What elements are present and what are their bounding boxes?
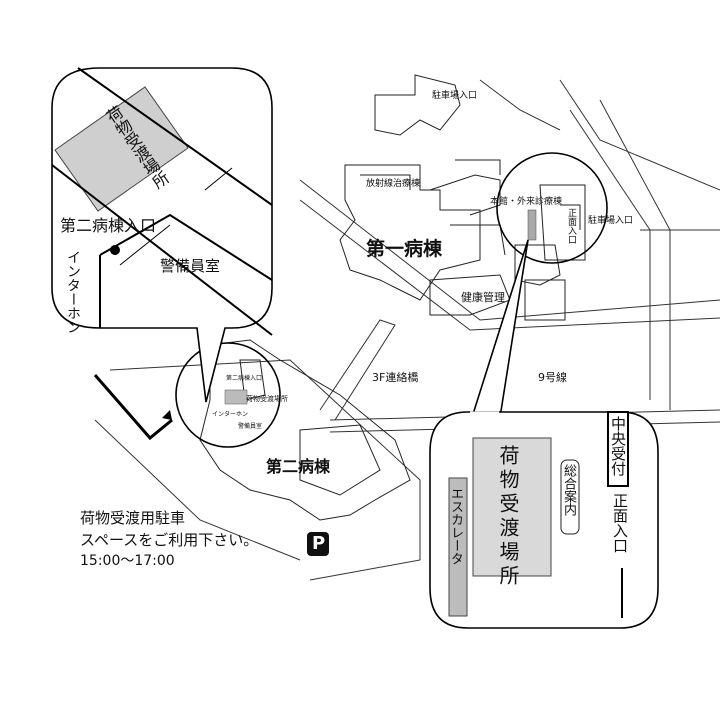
escalator-label: エスカレータ xyxy=(448,487,463,565)
bridge-3f-label: 3F連絡橋 xyxy=(372,371,419,384)
delivery-area-box xyxy=(472,437,552,577)
intercom-dot xyxy=(110,245,120,255)
small-security-label: 警備員室 xyxy=(238,423,263,430)
health-mgmt-label: 健康管理 xyxy=(461,291,505,304)
small-b2-entrance-label: 第二病棟入口 xyxy=(226,375,263,382)
parking-note-hours: 15:00～17:00 xyxy=(80,553,175,569)
building-two-outline xyxy=(199,339,411,521)
parking-icon-letter: P xyxy=(312,533,326,554)
main-entrance-small-label: 正面入口 xyxy=(566,208,576,244)
main-entrance-label: 正面入口 xyxy=(611,493,629,553)
escalator-bar xyxy=(448,477,468,617)
parking-entrance-north-label: 駐車場入口 xyxy=(432,91,478,101)
central-reception-label: 中央受付 xyxy=(609,416,627,476)
zoom-circle-right xyxy=(496,152,608,264)
route-9-label: 9号線 xyxy=(538,371,567,384)
central-reception-box xyxy=(607,411,629,487)
main-outpatient-label: 本館・外来診療棟 xyxy=(490,197,563,207)
right-callout xyxy=(429,411,659,629)
roads xyxy=(94,79,720,581)
gray-marker-building-two xyxy=(224,389,248,405)
zoom-circle-left xyxy=(175,342,281,448)
left-callout-security-label: 警備員室 xyxy=(160,257,221,275)
gray-marker-main xyxy=(527,209,537,241)
radiation-building-label: 放射線治療棟 xyxy=(366,179,421,189)
small-intercom-label: インターホン xyxy=(212,411,249,418)
info-desk-label: 総合案内 xyxy=(561,464,576,516)
building-two-label: 第二病棟 xyxy=(266,457,331,476)
direction-arrow xyxy=(93,374,173,441)
left-callout-entrance-label: 第二病棟入口 xyxy=(60,216,157,235)
right-callout-delivery-label: 荷物受渡場所 xyxy=(496,445,520,589)
info-desk-box xyxy=(560,459,580,535)
left-callout xyxy=(51,67,273,403)
parking-note-line2: スペースをご利用下さい。 xyxy=(80,531,259,549)
small-delivery-label: 荷物受渡場所 xyxy=(246,395,288,403)
right-callout-pointer xyxy=(466,239,529,431)
parking-entrance-east-label: 駐車場入口 xyxy=(588,216,634,226)
main-buildings xyxy=(339,74,586,321)
building-one-label: 第一病棟 xyxy=(366,238,443,260)
parking-icon xyxy=(307,532,329,556)
left-callout-intercom-label: インターホン xyxy=(65,250,81,334)
parking-note-line1: 荷物受渡用駐車 xyxy=(80,509,186,527)
